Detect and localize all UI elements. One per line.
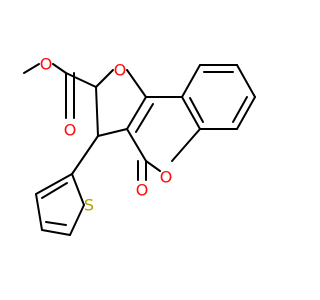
bond-thiophene-1	[71, 173, 85, 206]
bond-ester-1	[65, 72, 97, 88]
bond-benzene-2	[236, 64, 256, 98]
bond-pyran-3	[126, 128, 147, 162]
bond-benzene-5	[181, 96, 201, 130]
oxygen-atom-lactone-ring: O	[160, 168, 173, 187]
bond-thiophene-2	[69, 204, 85, 236]
bond-thiophene-3-inner	[45, 221, 67, 226]
bond-furan-2	[95, 69, 114, 88]
atom-label-layer: O O O O O S	[40, 55, 173, 215]
bond-benzene-3-inner	[232, 96, 248, 123]
bond-thiophene-5-inner	[41, 182, 68, 199]
bond-furan-4	[97, 128, 128, 137]
bond-pyran-2	[126, 96, 147, 130]
bond-furan-1	[126, 69, 147, 98]
bond-ester-2	[52, 63, 67, 74]
bond-benzene-6	[181, 64, 201, 98]
bond-ester-3	[23, 63, 40, 74]
molecule-structure: O O O O O S	[23, 55, 256, 236]
bond-pyran-4	[145, 160, 161, 172]
bond-thiophene-3	[41, 229, 71, 236]
bond-furan-3	[95, 86, 99, 137]
bond-pyran-2-inner	[135, 103, 154, 133]
bond-thiophene-5	[35, 173, 73, 195]
sulfur-atom-thiophene: S	[84, 196, 94, 215]
oxygen-atom-furan: O	[114, 61, 127, 80]
bond-thiophene-link	[71, 135, 99, 175]
molecule-canvas: O O O O O S	[23, 54, 256, 236]
oxygen-atom-ester-carbonyl: O	[64, 121, 77, 140]
bond-pyran-5	[171, 128, 201, 162]
bond-benzene-5-inner	[189, 97, 204, 123]
oxygen-atom-lactone-carbonyl: O	[136, 181, 149, 200]
bond-thiophene-4	[35, 193, 43, 231]
bond-layer	[23, 63, 256, 236]
bond-benzene-3	[236, 96, 256, 130]
oxygen-atom-methoxy: O	[40, 55, 53, 74]
